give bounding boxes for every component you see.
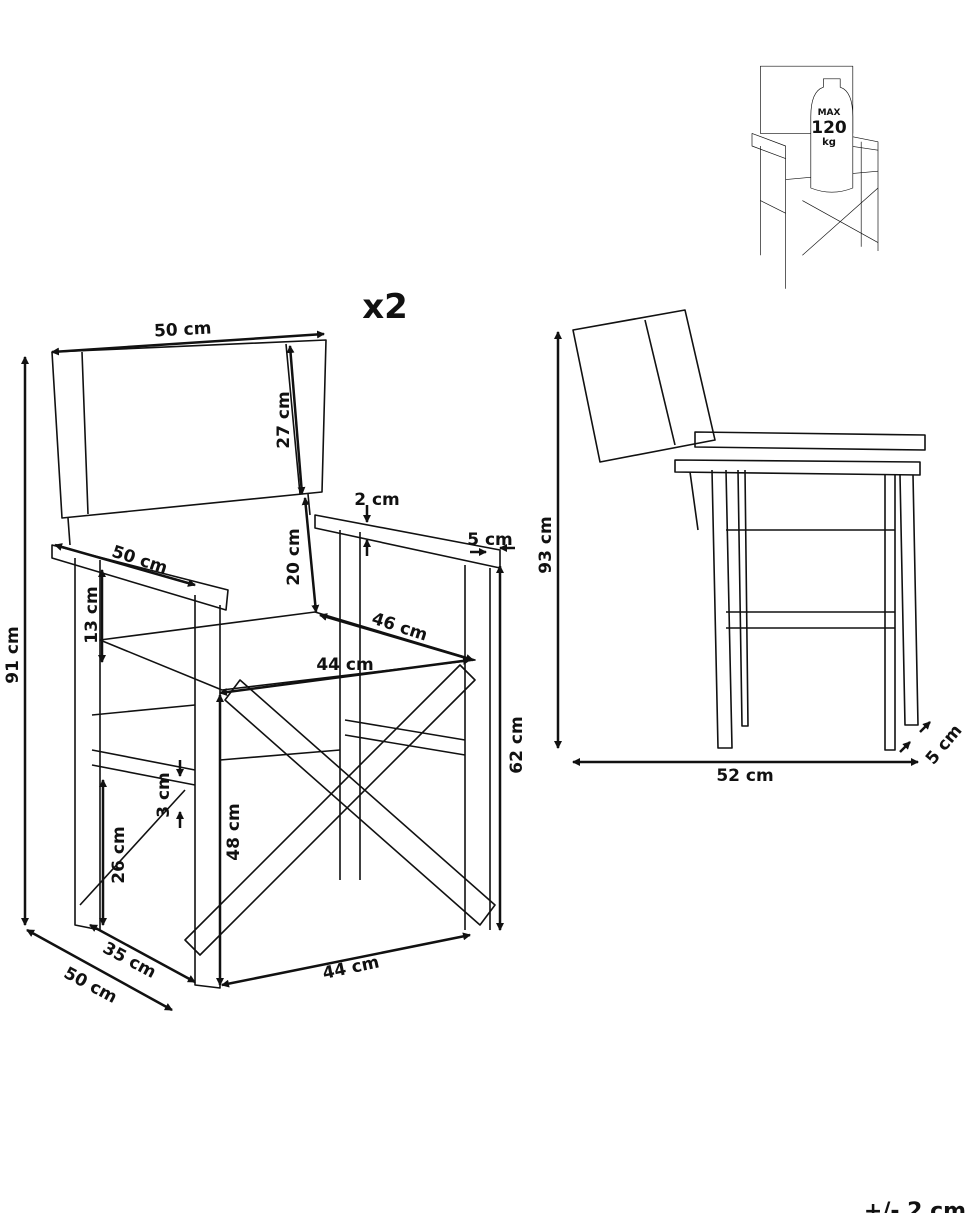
svg-text:120: 120 bbox=[811, 118, 847, 138]
label-arm-to-seat: 13 cm bbox=[82, 586, 102, 643]
label-armrest-thickness: 2 cm bbox=[354, 490, 400, 510]
dimension-lines bbox=[21, 330, 931, 1012]
quantity-label: x2 bbox=[362, 287, 408, 327]
label-overall-depth: 50 cm bbox=[60, 963, 120, 1008]
label-backrest-height: 27 cm bbox=[274, 391, 294, 448]
svg-text:MAX: MAX bbox=[818, 108, 841, 118]
label-total-height: 91 cm bbox=[3, 626, 23, 683]
label-base-width: 44 cm bbox=[321, 952, 381, 983]
label-backrest-width: 50 cm bbox=[154, 319, 212, 342]
chair-folded-drawing bbox=[572, 309, 926, 751]
label-seat-height: 48 cm bbox=[224, 803, 244, 860]
weight-capacity-icon bbox=[751, 65, 879, 289]
svg-text:kg: kg bbox=[822, 137, 836, 148]
label-stretcher-from-floor: 26 cm bbox=[109, 826, 129, 883]
label-armrest-length: 50 cm bbox=[109, 542, 170, 579]
weight-badge-text: MAX 120 kg bbox=[811, 108, 847, 148]
dimension-labels: 50 cm 27 cm 2 cm 5 cm 50 cm 20 cm 13 cm … bbox=[3, 319, 966, 1213]
label-seat-depth: 46 cm bbox=[369, 609, 430, 646]
label-folded-width: 52 cm bbox=[716, 766, 773, 786]
label-folded-thickness: 5 cm bbox=[922, 721, 967, 769]
tolerance-note: +/- 2 cm bbox=[864, 1199, 966, 1213]
label-armrest-height: 62 cm bbox=[507, 716, 527, 773]
label-armrest-width: 5 cm bbox=[467, 530, 513, 550]
label-seat-width: 44 cm bbox=[316, 655, 373, 675]
label-folded-height: 93 cm bbox=[536, 516, 556, 573]
label-back-gap: 20 cm bbox=[284, 528, 304, 585]
label-stretcher-height: 3 cm bbox=[154, 772, 174, 818]
